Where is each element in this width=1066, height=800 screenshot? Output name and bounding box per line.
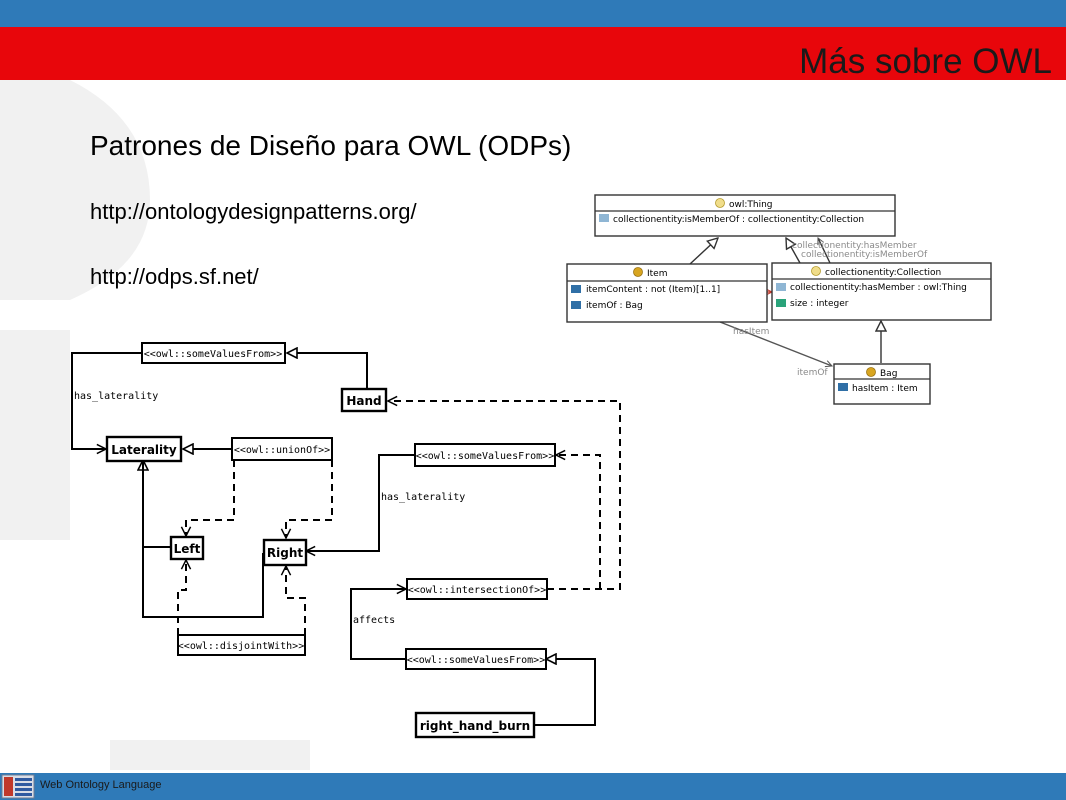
- edge-label-is-member-of: collectionentity:isMemberOf: [801, 250, 928, 260]
- odp-link[interactable]: http://ontologydesignpatterns.org/: [90, 199, 417, 224]
- bag-class: [833, 363, 931, 405]
- odps-sf-link[interactable]: http://odps.sf.net/: [90, 264, 259, 289]
- footer-text: Web Ontology Language: [40, 779, 162, 791]
- burn-class-label: right_hand_burn: [420, 719, 530, 734]
- item-attr-1: itemContent : not (Item)[1..1]: [586, 285, 720, 295]
- svf-mid-box: [414, 443, 556, 467]
- collection-attr-1: collectionentity:hasMember : owl:Thing: [790, 283, 967, 293]
- intersection-box: [406, 578, 548, 600]
- owl-thing-attr-1: collectionentity:isMemberOf : collection…: [613, 215, 864, 225]
- collection-name: collectionentity:Collection: [825, 268, 941, 278]
- edge-label-has-laterality-2: has_laterality: [381, 492, 465, 503]
- edge-disjoint-to-left: [177, 560, 186, 635]
- owl-thing-class: [594, 194, 896, 237]
- item-name: Item: [647, 269, 668, 279]
- svf-top-box: [141, 342, 286, 364]
- slide-title: Más sobre OWL: [799, 42, 1052, 81]
- edge-left-to-laterality: [143, 460, 171, 548]
- edge-right-to-laterality: [142, 460, 264, 618]
- edge-svf-bottom-to-intersection: [350, 589, 406, 660]
- edge-label-has-member: collectionentity:hasMember: [792, 241, 917, 251]
- edge-item-to-thing: [689, 238, 718, 265]
- edge-label-item-of: itemOf: [797, 368, 828, 378]
- right-class-label: Right: [267, 546, 303, 560]
- edge-label-has-laterality-1: has_laterality: [74, 391, 158, 402]
- footer-logo-icon: [1, 774, 35, 799]
- edge-union-to-left: [186, 460, 235, 536]
- left-class-label: Left: [174, 542, 201, 556]
- edge-intersection-to-svf-mid: [556, 455, 601, 589]
- intersection-label: <<owl::intersectionOf>>: [408, 585, 546, 596]
- svf-bottom-box: [405, 648, 547, 670]
- edge-label-affects: affects: [353, 615, 395, 626]
- item-attr-2: itemOf : Bag: [586, 301, 643, 311]
- svf-bottom-label: <<owl::someValuesFrom>>: [407, 655, 545, 666]
- collection-pattern-diagram: owl:Thing collectionentity:isMemberOf : …: [566, 194, 992, 405]
- top-band: [0, 0, 1066, 27]
- subtitle: Patrones de Diseño para OWL (ODPs): [90, 130, 572, 161]
- owl-thing-name: owl:Thing: [729, 200, 773, 210]
- burn-class-box: [414, 711, 536, 739]
- laterality-pattern-diagram: <<owl::someValuesFrom>> <<owl::unionOf>>…: [71, 342, 621, 739]
- edge-label-has-item: hasItem: [733, 327, 769, 337]
- union-of-box: [231, 437, 333, 461]
- laterality-class-box: [105, 435, 183, 463]
- right-class-box: [262, 538, 308, 567]
- svf-mid-label: <<owl::someValuesFrom>>: [416, 451, 554, 462]
- hand-class-box: [340, 387, 388, 413]
- edge-has-item: [719, 321, 832, 366]
- bag-attr-1: hasItem : Item: [852, 384, 918, 394]
- edge-collection-to-thing-2: [818, 238, 831, 264]
- disjoint-box: [177, 634, 306, 656]
- edge-intersection-to-hand: [388, 401, 621, 590]
- disjoint-label: <<owl::disjointWith>>: [178, 641, 304, 652]
- collection-attr-2: size : integer: [790, 299, 849, 309]
- edge-hand-to-svf-top: [287, 353, 368, 388]
- footer-band: [0, 773, 1066, 800]
- edge-collection-to-thing: [786, 238, 801, 264]
- edge-burn-to-svf-bottom: [535, 659, 596, 726]
- title-band: [0, 27, 1066, 80]
- hand-class-label: Hand: [346, 394, 381, 408]
- collection-class: [771, 262, 992, 321]
- background-watermark: [0, 80, 310, 770]
- bag-name: Bag: [880, 369, 897, 379]
- edge-svf-mid-to-right: [306, 454, 415, 551]
- union-of-label: <<owl::unionOf>>: [234, 445, 330, 456]
- svf-top-label: <<owl::someValuesFrom>>: [144, 349, 282, 360]
- edge-disjoint-to-right: [286, 566, 306, 635]
- edge-svf-top-to-laterality: [71, 352, 142, 449]
- edge-union-to-right: [286, 460, 333, 538]
- item-class: [566, 263, 768, 323]
- laterality-class-label: Laterality: [111, 443, 177, 457]
- left-class-box: [169, 535, 205, 561]
